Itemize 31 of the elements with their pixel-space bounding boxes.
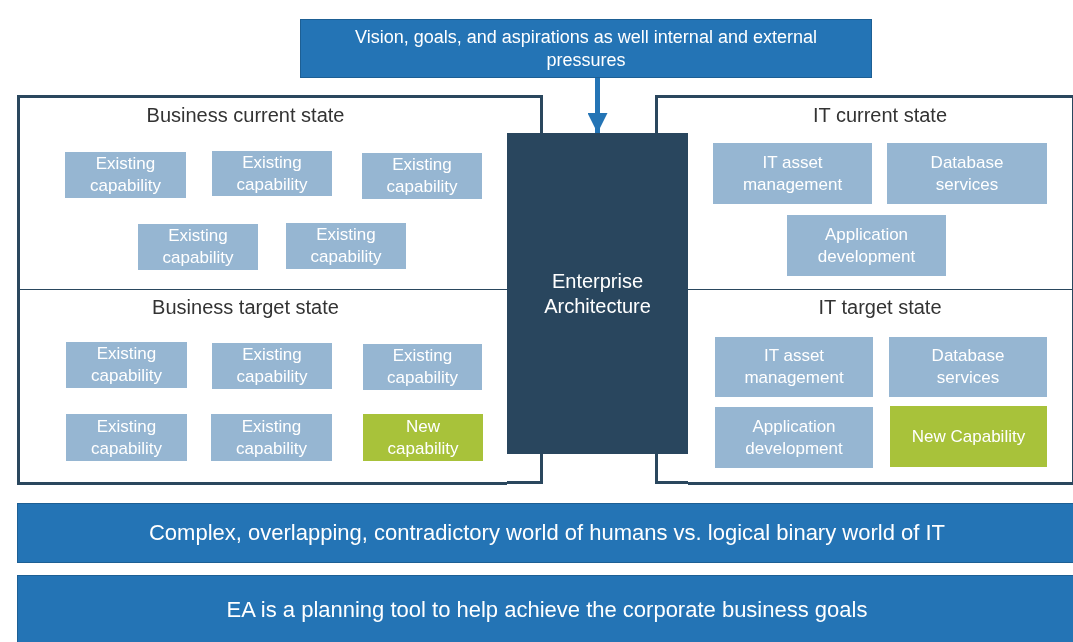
capability-tile: Application development <box>715 407 873 468</box>
capability-tile: Existing capability <box>211 414 332 461</box>
state-panel <box>688 290 1073 485</box>
capability-tile: Existing capability <box>138 224 258 270</box>
panel-heading: IT target state <box>818 296 942 319</box>
panel-heading: Business current state <box>146 104 345 127</box>
capability-tile: Existing capability <box>212 343 332 389</box>
capability-tile: Existing capability <box>286 223 406 269</box>
central-block: Enterprise Architecture <box>507 133 688 454</box>
capability-tile: Application development <box>787 215 946 276</box>
capability-tile: Existing capability <box>66 342 187 388</box>
capability-tile: Existing capability <box>363 344 482 390</box>
capability-tile: Existing capability <box>65 152 186 198</box>
panel-heading: IT current state <box>812 104 948 127</box>
state-panel <box>17 290 507 485</box>
new-capability-tile: New Capability <box>890 406 1047 467</box>
header-banner: Vision, goals, and aspirations as well internal and external pressures <box>300 19 872 78</box>
capability-tile: IT asset management <box>715 337 873 397</box>
arrow <box>587 78 608 133</box>
new-capability-tile: New capability <box>363 414 483 461</box>
statement-banner: EA is a planning tool to help achieve the corporate business goals <box>17 575 1073 642</box>
capability-tile: Database services <box>889 337 1047 397</box>
capability-tile: IT asset management <box>713 143 872 204</box>
capability-tile: Existing capability <box>66 414 187 461</box>
capability-tile: Database services <box>887 143 1047 204</box>
capability-tile: Existing capability <box>212 151 332 196</box>
state-panel <box>17 95 507 290</box>
capability-tile: Existing capability <box>362 153 482 199</box>
statement-banner: Complex, overlapping, contradictory world of humans vs. logical binary world of IT <box>17 503 1073 563</box>
panel-heading: Business target state <box>152 296 339 319</box>
state-panel <box>688 95 1073 290</box>
